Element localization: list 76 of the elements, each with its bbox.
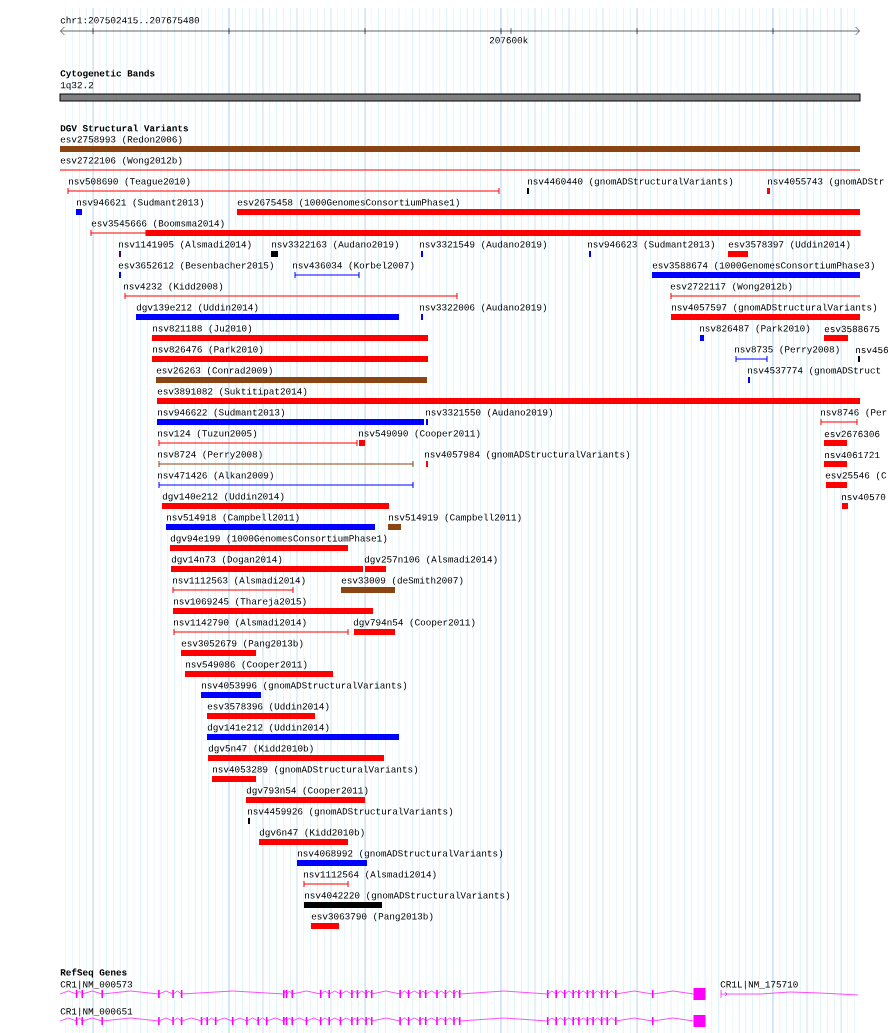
variant-label: esv3545666 (Boomsma2014) [91,219,224,229]
variant-label: nsv508690 (Teague2010) [69,177,190,187]
variant-label: nsv40570 [842,493,886,501]
variant-label: esv3652612 (Besenbacher2015) [118,261,273,271]
variant-label: esv2722106 (Wong2012b) [60,156,182,166]
variant-label: nsv549086 (Cooper2011) [186,660,307,670]
variant-label: nsv8746 (Per [821,408,887,418]
variant-label: dgv6n47 (Kidd2010b) [259,828,364,838]
variant-label: dgv794n54 (Cooper2011) [353,618,475,628]
variant-label: nsv1069245 (Thareja2015) [174,597,306,607]
variant-label: esv3578396 (Uddin2014) [207,702,329,712]
variant-label: nsv821188 (Ju2010) [153,324,252,334]
variant-label: dgv94e199 (1000GenomesConsortiumPhase1) [170,534,387,544]
gene-label: CR1|NM_000573 [60,980,133,990]
variant-label: nsv3321549 (Audano2019) [420,240,546,250]
variant-label: nsv4053289 (gnomADStructuralVariants) [213,765,418,775]
variant-label: nsv4460440 (gnomADStructuralVariants) [528,177,733,187]
gene-label: CR1|NM_000651 [60,1007,133,1017]
variant-label: nsv549090 (Cooper2011) [359,429,480,439]
variant-label: nsv3321550 (Audano2019) [426,408,552,418]
track-title: Cytogenetic Bands [60,69,155,79]
variant-label: nsv826487 (Park2010) [700,324,810,334]
variant-label: nsv1112564 (Alsmadi2014) [304,870,436,880]
track-title: RefSeq Genes [60,968,127,978]
variant-label: nsv124 (Tuzun2005) [158,429,257,439]
variant-label: esv2722117 (Wong2012b) [670,282,792,292]
variant-label: esv2675458 (1000GenomesConsortiumPhase1) [237,198,459,208]
variant-label: nsv4057984 (gnomADStructuralVariants) [425,450,630,460]
variant-label: nsv4459926 (gnomADStructuralVariants) [248,807,453,817]
gene-label: CR1L|NM_175710 [720,980,798,990]
variant-label: nsv514918 (Campbell2011) [167,513,299,523]
variant-label: nsv4061721 [825,451,880,459]
variant-label: nsv471426 (Alkan2009) [158,471,273,481]
variant-label: dgv139e212 (Uddin2014) [136,303,258,313]
band-label: 1q32.2 [60,81,93,91]
variant-label: esv26263 (Conrad2009) [156,366,272,376]
variant-label: esv3891082 (Suktitipat2014) [157,387,307,397]
variant-label: esv3588674 (1000GenomesConsortiumPhase3) [652,261,874,271]
variant-label: nsv4055743 (gnomADStr [768,177,884,187]
variant-label: esv3578397 (Uddin2014) [728,240,850,250]
variant-label: esv3052679 (Pang2013b) [181,639,303,649]
variant-label: nsv436034 (Korbel2007) [293,261,414,271]
variant-label: dgv14n73 (Dogan2014) [171,555,282,565]
variant-label: nsv4068992 (gnomADStructuralVariants) [298,849,503,859]
variant-label: nsv8735 (Perry2008) [735,345,839,355]
variant-label: nsv1112563 (Alsmadi2014) [173,576,305,586]
ruler-label: 207600k [489,36,528,44]
variant-label: nsv3322006 (Audano2019) [420,303,546,313]
track-title: DGV Structural Variants [60,124,188,132]
variant-label: nsv3322163 (Audano2019) [272,240,398,250]
variant-label: nsv4537774 (gnomADStruct [748,366,881,376]
variant-label: dgv257n106 (Alsmadi2014) [364,555,497,565]
variant-label: dgv141e212 (Uddin2014) [207,723,329,733]
variant-label: nsv1141905 (Alsmadi2014) [119,240,251,250]
variant-label: esv3063790 (Pang2013b) [311,912,433,922]
variant-label: dgv140e212 (Uddin2014) [162,492,284,502]
variant-label: nsv456 [856,346,889,354]
variant-label: dgv793n54 (Cooper2011) [246,786,368,796]
variant-label: nsv514919 (Campbell2011) [389,513,521,523]
variant-label: esv25546 (C [825,471,887,481]
variant-label: dgv5n47 (Kidd2010b) [208,744,313,754]
variant-label: nsv946622 (Sudmant2013) [158,408,284,418]
variant-label: nsv826476 (Park2010) [153,345,263,355]
variant-label: nsv4053996 (gnomADStructuralVariants) [202,681,407,691]
variant-label: nsv4042220 (gnomADStructuralVariants) [305,891,510,901]
variant-label: esv3588675 [824,325,880,333]
variant-label: nsv8724 (Perry2008) [158,450,262,460]
variant-label: nsv946623 (Sudmant2013) [588,240,714,250]
variant-label: esv2758993 (Redon2006) [60,135,182,145]
variant-label: esv33009 (deSmith2007) [341,576,463,586]
ruler-label: chr1:207502415..207675480 [60,16,200,24]
variant-label: esv2676306 [824,430,880,438]
variant-label: nsv4057597 (gnomADStructuralVariants) [672,303,877,313]
variant-label: nsv1142790 (Alsmadi2014) [174,618,306,628]
variant-label: nsv946621 (Sudmant2013) [77,198,203,208]
variant-label: nsv4232 (Kidd2008) [124,282,223,292]
